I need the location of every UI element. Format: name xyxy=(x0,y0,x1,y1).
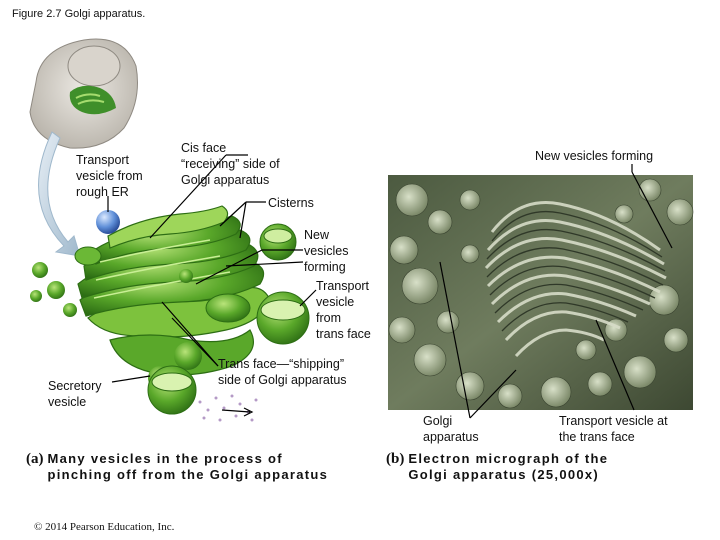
caption-b-tag: (b) xyxy=(386,451,405,467)
open-vesicle-trans xyxy=(256,291,310,345)
label-new-vesicles-a: New vesicles forming xyxy=(304,228,349,274)
figure-title: Figure 2.7 Golgi apparatus. xyxy=(12,8,146,20)
label-new-vesicles-b: New vesicles forming xyxy=(535,149,654,163)
label-golgi-apparatus: Golgi apparatus xyxy=(423,414,479,444)
green-vesicles xyxy=(30,246,251,390)
open-vesicle-secretory xyxy=(147,365,197,415)
zoom-arrow xyxy=(38,131,81,257)
caption-b: (b)Electron micrograph of the Golgi appa… xyxy=(386,451,608,483)
label-cis-face: Cis face “receiving” side of Golgi appar… xyxy=(181,141,280,187)
label-trans-face: Trans face—“shipping” side of Golgi appa… xyxy=(218,357,347,387)
open-vesicle-new xyxy=(259,223,297,261)
leader-lines-b xyxy=(439,164,673,419)
label-secretory-vesicle: Secretory vesicle xyxy=(48,379,102,409)
copyright: © 2014 Pearson Education, Inc. xyxy=(34,521,175,533)
leader-lines-a xyxy=(107,154,317,383)
caption-a-tag: (a) xyxy=(26,451,44,467)
caption-a: (a)Many vesicles in the process of pinch… xyxy=(26,451,328,483)
exocytosis-arrow xyxy=(221,407,254,417)
label-cisterns: Cisterns xyxy=(268,196,314,210)
caption-b-text: Electron micrograph of the Golgi apparat… xyxy=(408,451,609,482)
label-transport-vesicle-trans-a: Transport vesicle from trans face xyxy=(316,279,371,341)
label-transport-vesicle-trans-b: Transport vesicle at the trans face xyxy=(559,414,668,444)
er-vesicle xyxy=(96,210,120,234)
caption-a-text: Many vesicles in the process of pinching… xyxy=(47,451,329,482)
label-transport-vesicle-er: Transport vesicle from rough ER xyxy=(76,153,143,199)
cell-thumbnail xyxy=(29,38,138,149)
electron-micrograph xyxy=(388,175,694,410)
secreted-particles xyxy=(198,394,258,422)
